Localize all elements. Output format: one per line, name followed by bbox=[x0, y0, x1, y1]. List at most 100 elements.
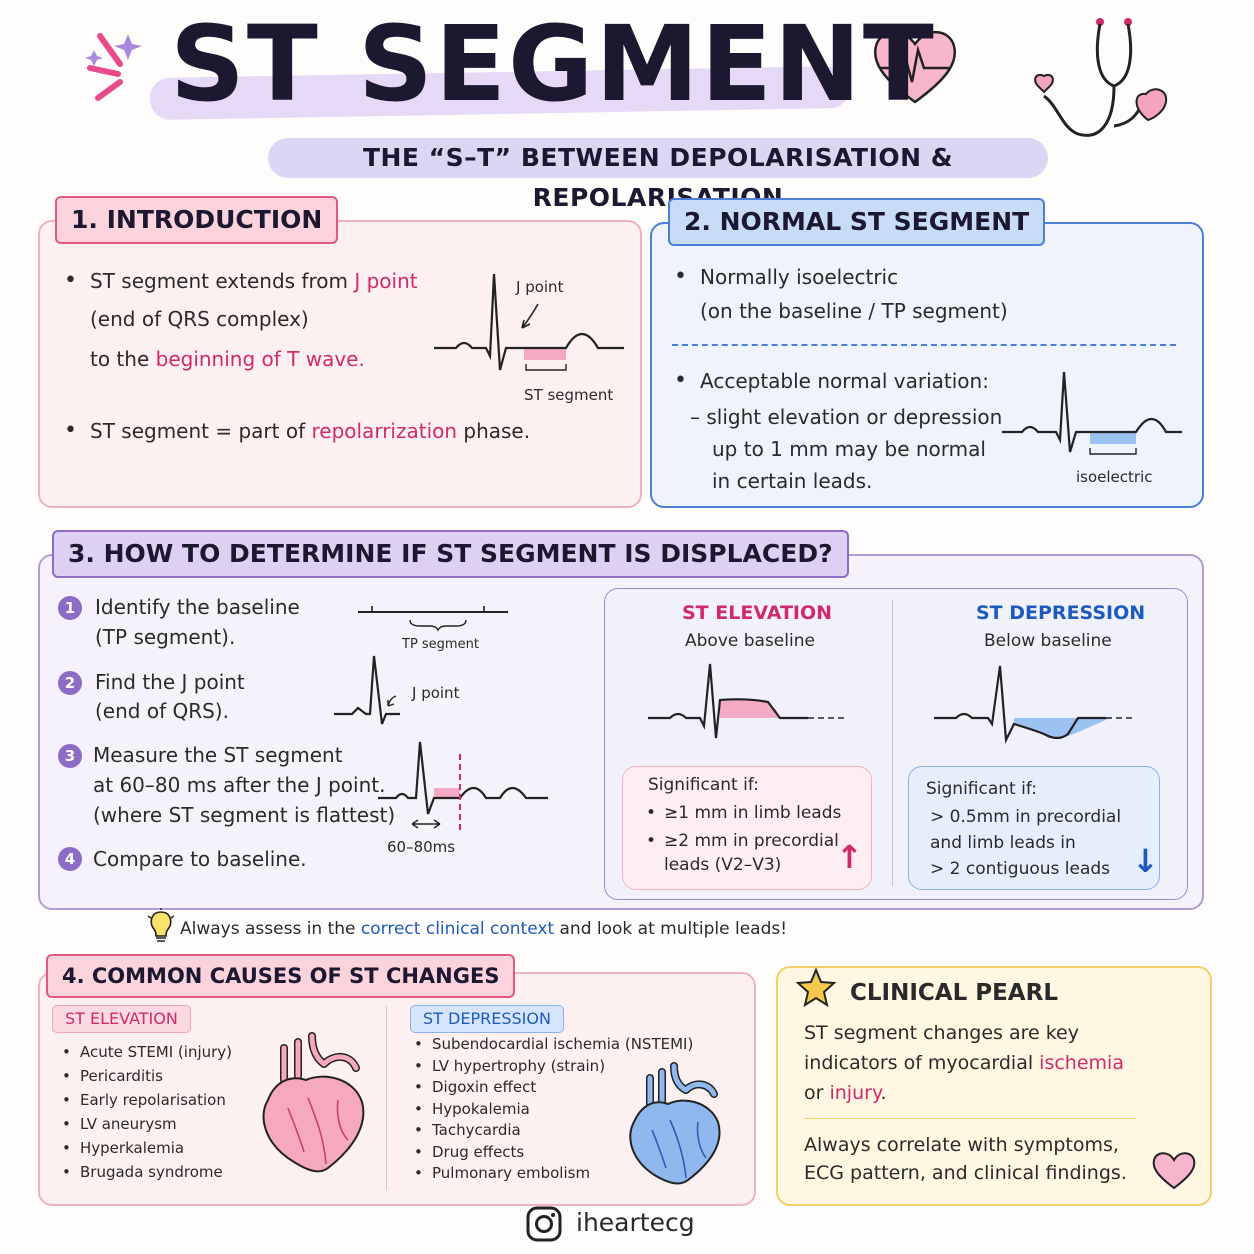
pearl-line3: or injury. bbox=[804, 1074, 887, 1112]
tip-text-c: and look at multiple leads! bbox=[554, 919, 788, 939]
normal-ecg-diagram bbox=[1002, 371, 1182, 455]
step-3-line3: (where ST segment is flattest) bbox=[93, 803, 396, 827]
normal-line6: in certain leads. bbox=[712, 469, 873, 493]
normal-iso-label: isoelectric bbox=[1076, 468, 1153, 486]
st-elevation-title: ST ELEVATION bbox=[682, 602, 833, 624]
sparkle-icon bbox=[85, 33, 142, 101]
normal-line5: up to 1 mm may be normal bbox=[712, 437, 986, 461]
depression-cause-item: Drug effects bbox=[414, 1142, 693, 1164]
step-1-number: 1 bbox=[58, 596, 82, 620]
causes-depression-tag: ST DEPRESSION bbox=[410, 1005, 564, 1033]
intro-line3-text: to the bbox=[90, 347, 156, 371]
tip-text-a: Always assess in the bbox=[180, 919, 361, 939]
pearl-line4: Always correlate with symptoms, bbox=[804, 1134, 1119, 1156]
intro-heading: 1. INTRODUCTION bbox=[55, 196, 339, 244]
pearl-panel bbox=[776, 966, 1212, 1206]
intro-twave-term: beginning of T wave. bbox=[155, 347, 365, 371]
pearl-line3-end: . bbox=[880, 1082, 887, 1104]
elevation-criteria-3: leads (V2–V3) bbox=[664, 855, 782, 875]
pearl-line2: indicators of myocardial ischemia bbox=[804, 1044, 1124, 1082]
elevation-criteria-box bbox=[622, 766, 872, 890]
normal-line3: Acceptable normal variation: bbox=[674, 362, 989, 400]
step-2-line2: (end of QRS). bbox=[95, 699, 229, 723]
jpoint-diagram bbox=[334, 655, 400, 725]
intro-st-label: ST segment bbox=[524, 386, 614, 404]
normal-line4: – slight elevation or depression bbox=[690, 405, 1003, 429]
page-title: ST SEGMENT bbox=[170, 3, 936, 125]
stethoscope-icon bbox=[1034, 18, 1168, 137]
depression-criteria-box bbox=[908, 766, 1160, 890]
pearl-injury-term: injury bbox=[829, 1082, 881, 1104]
depression-cause-item: Digoxin effect bbox=[414, 1077, 693, 1099]
depression-cause-item: Pulmonary embolism bbox=[414, 1163, 693, 1185]
elevation-criteria-heading: Significant if: bbox=[648, 775, 759, 795]
depression-cause-item: Subendocardial ischemia (NSTEMI) bbox=[414, 1034, 693, 1056]
elevation-cause-item: Acute STEMI (injury) bbox=[62, 1040, 232, 1064]
depression-cause-item: Tachycardia bbox=[414, 1120, 693, 1142]
pearl-line1: ST segment changes are key bbox=[804, 1022, 1079, 1044]
st-measure-ms-label: 60–80ms bbox=[387, 838, 456, 856]
st-depression-title: ST DEPRESSION bbox=[976, 602, 1146, 624]
step-2-number: 2 bbox=[58, 671, 82, 695]
pearl-line5: ECG pattern, and clinical findings. bbox=[804, 1162, 1127, 1184]
st-depression-subtitle: Below baseline bbox=[984, 631, 1112, 651]
tip-text-emphasis: correct clinical context bbox=[360, 919, 555, 939]
intro-line2: (end of QRS complex) bbox=[90, 307, 309, 331]
normal-heading: 2. NORMAL ST SEGMENT bbox=[668, 198, 1046, 246]
elevation-criteria-2-text: ≥2 mm in precordial bbox=[664, 831, 839, 851]
heart-ecg-icon bbox=[873, 31, 957, 104]
elevation-criteria-1-text: ≥1 mm in limb leads bbox=[664, 803, 842, 823]
bullet: • bbox=[646, 831, 657, 851]
pearl-line2-text: indicators of myocardial bbox=[804, 1052, 1040, 1074]
intro-jpoint-term: J point bbox=[354, 269, 418, 293]
depression-criteria-1: > 0.5mm in precordial bbox=[930, 807, 1122, 827]
arrow-up-icon: ↑ bbox=[836, 838, 863, 876]
pearl-ischemia-term: ischemia bbox=[1039, 1052, 1124, 1074]
pearl-heading: CLINICAL PEARL bbox=[850, 980, 1058, 1006]
elevation-cause-item: Hyperkalemia bbox=[62, 1136, 232, 1160]
intro-repol-term: repolarrization bbox=[311, 419, 458, 443]
determine-heading: 3. HOW TO DETERMINE IF ST SEGMENT IS DIS… bbox=[52, 530, 849, 578]
tp-segment-label: TP segment bbox=[402, 637, 479, 652]
arrow-down-icon: ↓ bbox=[1132, 842, 1159, 880]
causes-depression-list: Subendocardial ischemia (NSTEMI)LV hyper… bbox=[414, 1034, 693, 1185]
instagram-handle[interactable]: iheartecg bbox=[576, 1208, 695, 1237]
normal-line2: (on the baseline / TP segment) bbox=[700, 299, 1008, 323]
depression-criteria-2: and limb leads in bbox=[930, 833, 1076, 853]
star-icon bbox=[795, 967, 837, 1008]
lightbulb-icon bbox=[147, 908, 175, 942]
heart-icon bbox=[1152, 1152, 1196, 1190]
depression-cause-item: Hypokalemia bbox=[414, 1099, 693, 1121]
pearl-line3-text: or bbox=[804, 1082, 830, 1104]
elev-dep-divider bbox=[892, 600, 893, 886]
intro-line4-end: phase. bbox=[457, 419, 531, 443]
st-elevation-subtitle: Above baseline bbox=[685, 631, 815, 651]
step-4-line1: Compare to baseline. bbox=[93, 847, 307, 871]
pearl-divider bbox=[804, 1118, 1136, 1119]
causes-divider bbox=[386, 1006, 387, 1190]
elevation-criteria-1: • ≥1 mm in limb leads bbox=[646, 794, 842, 832]
intro-line3: to the beginning of T wave. bbox=[90, 340, 365, 378]
instagram-icon[interactable] bbox=[526, 1206, 564, 1244]
step-1-line2: (TP segment). bbox=[95, 625, 236, 649]
bullet: • bbox=[646, 803, 657, 823]
step-4-number: 4 bbox=[58, 847, 82, 871]
elevation-cause-item: LV aneurysm bbox=[62, 1112, 232, 1136]
depression-criteria-heading: Significant if: bbox=[926, 779, 1037, 799]
heart-anatomy-blue-icon bbox=[629, 1062, 721, 1185]
st-depression-diagram bbox=[934, 665, 1134, 745]
normal-divider bbox=[672, 344, 1176, 346]
st-elevation-diagram bbox=[648, 663, 846, 739]
intro-line4-text: ST segment = part of bbox=[90, 419, 312, 443]
tip-text: Always assess in the correct clinical co… bbox=[180, 910, 787, 948]
step-2-line1: Find the J point bbox=[95, 670, 245, 694]
step-3-number: 3 bbox=[58, 744, 82, 768]
elevation-criteria-2: • ≥2 mm in precordial bbox=[646, 822, 839, 860]
causes-heading: 4. COMMON CAUSES OF ST CHANGES bbox=[46, 954, 516, 998]
st-measure-diagram bbox=[378, 741, 548, 832]
step-1-line1: Identify the baseline bbox=[95, 595, 300, 619]
causes-elevation-tag: ST ELEVATION bbox=[52, 1005, 191, 1033]
causes-elevation-list: Acute STEMI (injury)PericarditisEarly re… bbox=[62, 1040, 232, 1184]
page-subtitle: THE “S–T” BETWEEN DEPOLARISATION & REPOL… bbox=[268, 138, 1048, 212]
intro-jpoint-label: J point bbox=[516, 278, 564, 296]
